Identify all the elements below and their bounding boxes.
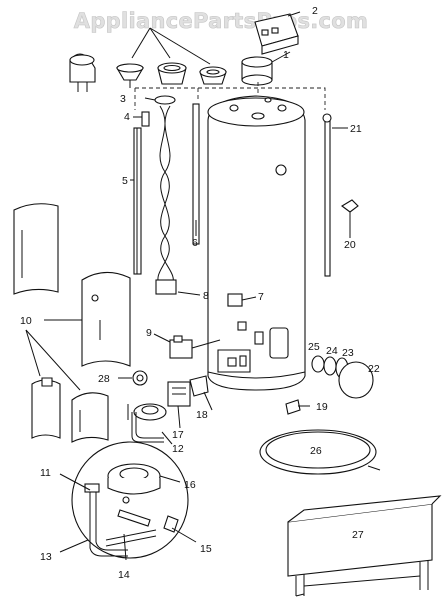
callout-14: 14	[118, 569, 130, 581]
part-manifold-door	[167, 381, 191, 407]
part-flue-baffle-ring	[199, 66, 227, 85]
part-drain-valve	[285, 399, 310, 415]
callout-21: 21	[350, 123, 362, 135]
part-inspection-cover	[338, 361, 374, 399]
watermark-text: AppliancePartsPros.com	[74, 9, 368, 33]
part-burner-assembly	[127, 403, 167, 443]
part-drain-pan	[259, 429, 381, 475]
part-relief-tube	[322, 113, 332, 277]
callout-20: 20	[344, 239, 356, 251]
callout-23: 23	[342, 347, 354, 359]
part-inner-door-left	[31, 377, 61, 439]
part-label	[227, 293, 243, 307]
part-gasket-ring	[154, 95, 176, 105]
callout-5: 5	[122, 175, 128, 187]
part-jacket-left	[13, 203, 59, 295]
callout-4: 4	[124, 111, 130, 123]
part-water-heater-stand	[287, 495, 442, 597]
callout-15: 15	[200, 543, 212, 555]
part-dip-tube-rod	[133, 127, 142, 275]
callout-28: 28	[98, 373, 110, 385]
callout-27: 27	[352, 529, 364, 541]
part-draft-hood-cap	[69, 53, 96, 92]
part-jacket-door	[81, 271, 131, 367]
part-draft-diverter-small	[116, 63, 144, 88]
callout-2: 2	[312, 5, 318, 17]
water-heater-tank	[207, 95, 306, 391]
callout-8: 8	[203, 290, 209, 302]
callout-22: 22	[368, 363, 380, 375]
callout-17: 17	[172, 429, 184, 441]
callout-16: 16	[184, 479, 196, 491]
part-heat-trap-nipple	[241, 56, 273, 86]
part-inner-door-right	[71, 392, 109, 443]
callout-26: 26	[310, 445, 322, 457]
callout-19: 19	[316, 401, 328, 413]
part-thermostat-knob	[341, 199, 359, 213]
part-label-box	[254, 13, 299, 55]
callout-1: 1	[283, 49, 289, 61]
burner-detail-circle	[71, 441, 189, 559]
callout-11: 11	[40, 467, 51, 479]
part-gasket-25	[311, 355, 325, 373]
callout-6: 6	[192, 237, 198, 249]
callout-25: 25	[308, 341, 320, 353]
part-flue-baffle	[155, 105, 177, 295]
part-anode-rod	[192, 103, 200, 245]
part-inner-door-bracket	[189, 375, 209, 397]
callout-13: 13	[40, 551, 52, 563]
callout-3: 3	[120, 93, 126, 105]
callout-10: 10	[20, 315, 32, 327]
callout-18: 18	[196, 409, 208, 421]
part-gasket-24	[323, 356, 337, 376]
callout-9: 9	[146, 327, 152, 339]
callout-24: 24	[326, 345, 338, 357]
callout-7: 7	[258, 291, 264, 303]
callout-12: 12	[172, 443, 184, 455]
part-gas-control-valve	[169, 335, 221, 359]
part-sight-glass	[132, 370, 148, 386]
part-flue-collar	[157, 62, 187, 85]
part-anode-nipple	[141, 111, 150, 127]
